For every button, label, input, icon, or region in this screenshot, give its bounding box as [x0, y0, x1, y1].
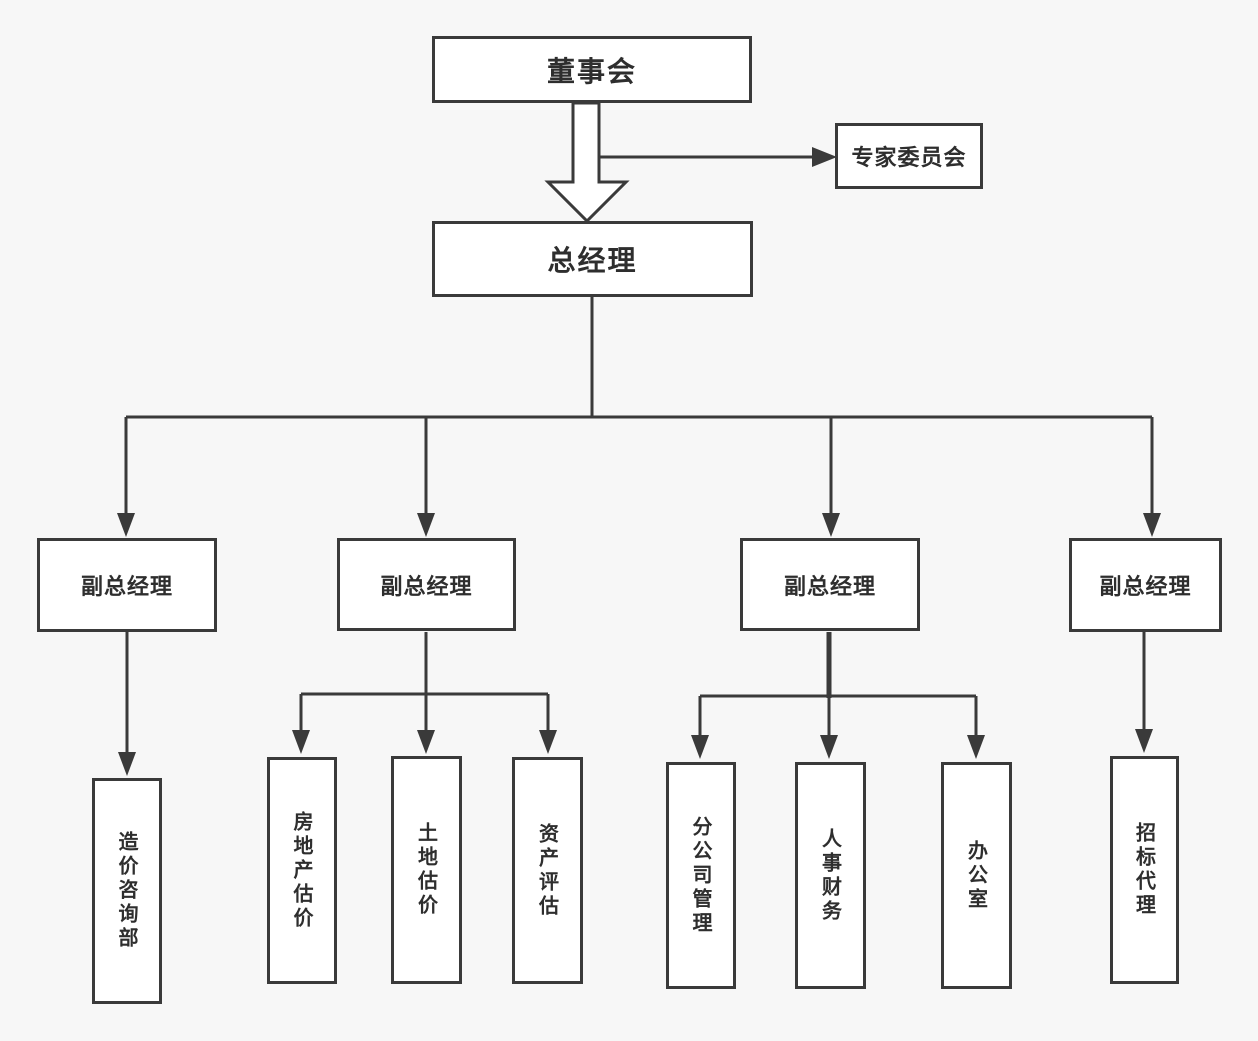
node-deputy-gm-3: 副总经理	[740, 538, 920, 631]
node-deputy-gm-1-label: 副总经理	[80, 575, 173, 600]
node-branch-management: 分公司管理	[666, 762, 736, 989]
node-expert-committee: 专家委员会	[835, 123, 983, 189]
arrowhead-land	[417, 730, 435, 754]
node-asset-evaluation: 资产评估	[512, 757, 583, 984]
node-office-label: 办公室	[964, 839, 989, 912]
node-asset-evaluation-label: 资产评估	[535, 822, 560, 919]
arrowhead-expert	[812, 147, 837, 167]
arrowhead-real-estate	[292, 730, 310, 754]
node-land-appraisal: 土地估价	[391, 756, 462, 984]
node-hr-finance-label: 人事财务	[818, 827, 843, 924]
node-branch-management-label: 分公司管理	[689, 815, 713, 936]
node-deputy-gm-1: 副总经理	[37, 538, 217, 632]
node-deputy-gm-4: 副总经理	[1069, 538, 1222, 632]
node-land-appraisal-label: 土地估价	[414, 822, 439, 918]
node-deputy-gm-4-label: 副总经理	[1099, 575, 1192, 600]
arrowhead-deputy3	[822, 513, 840, 537]
node-deputy-gm-3-label: 副总经理	[783, 574, 876, 600]
node-real-estate-appraisal: 房地产估价	[267, 757, 337, 984]
node-board-label: 董事会	[546, 54, 637, 88]
arrowhead-cost	[118, 752, 136, 776]
arrowhead-deputy1	[117, 513, 135, 537]
arrowhead-deputy4	[1143, 513, 1161, 537]
node-deputy-gm-2-label: 副总经理	[380, 574, 473, 600]
node-board: 董事会	[432, 36, 752, 103]
node-deputy-gm-2: 副总经理	[337, 538, 516, 631]
arrowhead-asset	[539, 730, 557, 754]
node-hr-finance: 人事财务	[795, 762, 866, 989]
node-expert-committee-label: 专家委员会	[851, 146, 967, 171]
arrowhead-office	[967, 735, 985, 759]
node-bidding-agency: 招标代理	[1110, 756, 1179, 984]
arrowhead-bidding	[1135, 729, 1153, 753]
arrowhead-deputy2	[417, 513, 435, 537]
arrowhead-branch-mgmt	[691, 735, 709, 759]
arrowhead-hr-finance	[820, 735, 838, 759]
node-cost-consulting-dept-label: 造价咨询部	[115, 831, 139, 951]
node-cost-consulting-dept: 造价咨询部	[92, 778, 162, 1004]
node-general-manager: 总经理	[432, 221, 753, 297]
connector-board-to-gm-hollow-arrow	[544, 101, 630, 224]
node-real-estate-appraisal-label: 房地产估价	[290, 810, 314, 931]
node-bidding-agency-label: 招标代理	[1132, 822, 1157, 918]
node-office: 办公室	[941, 762, 1012, 989]
node-general-manager-label: 总经理	[547, 244, 638, 277]
